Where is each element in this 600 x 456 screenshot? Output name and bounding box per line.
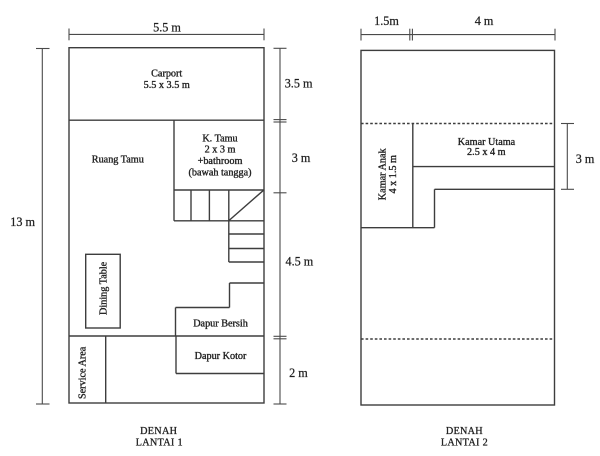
svg-text:2.5 x 4 m: 2.5 x 4 m: [467, 147, 506, 158]
svg-text:DENAH: DENAH: [446, 426, 483, 437]
svg-text:Kamar Anak: Kamar Anak: [378, 148, 389, 201]
svg-text:5.5 x 3.5 m: 5.5 x 3.5 m: [144, 80, 190, 91]
svg-text:K. Tamu: K. Tamu: [202, 133, 237, 144]
svg-text:Dapur Bersih: Dapur Bersih: [193, 318, 248, 329]
svg-text:4 m: 4 m: [475, 14, 494, 28]
svg-text:Dapur Kotor: Dapur Kotor: [195, 351, 247, 362]
svg-text:+bathroom: +bathroom: [198, 156, 243, 167]
svg-text:3 m: 3 m: [292, 151, 311, 165]
svg-text:Kamar Utama: Kamar Utama: [458, 137, 516, 148]
svg-text:3 m: 3 m: [576, 152, 595, 166]
svg-text:(bawah tangga): (bawah tangga): [188, 167, 251, 178]
svg-text:2 m: 2 m: [289, 366, 308, 380]
svg-text:Dining Table: Dining Table: [98, 261, 109, 315]
svg-text:3.5 m: 3.5 m: [285, 76, 313, 90]
svg-text:4 x 1.5 m: 4 x 1.5 m: [388, 155, 399, 194]
svg-text:13 m: 13 m: [10, 215, 35, 229]
svg-text:1.5m: 1.5m: [374, 14, 399, 28]
svg-text:2 x 3 m: 2 x 3 m: [205, 145, 236, 156]
svg-text:5.5 m: 5.5 m: [153, 21, 181, 35]
svg-text:4.5 m: 4.5 m: [286, 255, 314, 269]
svg-text:Service Area: Service Area: [78, 346, 89, 399]
svg-text:Ruang Tamu: Ruang Tamu: [92, 155, 144, 166]
svg-text:LANTAI 2: LANTAI 2: [441, 438, 488, 449]
svg-text:LANTAI 1: LANTAI 1: [136, 438, 183, 449]
svg-text:Carport: Carport: [151, 69, 182, 80]
svg-text:DENAH: DENAH: [140, 426, 177, 437]
